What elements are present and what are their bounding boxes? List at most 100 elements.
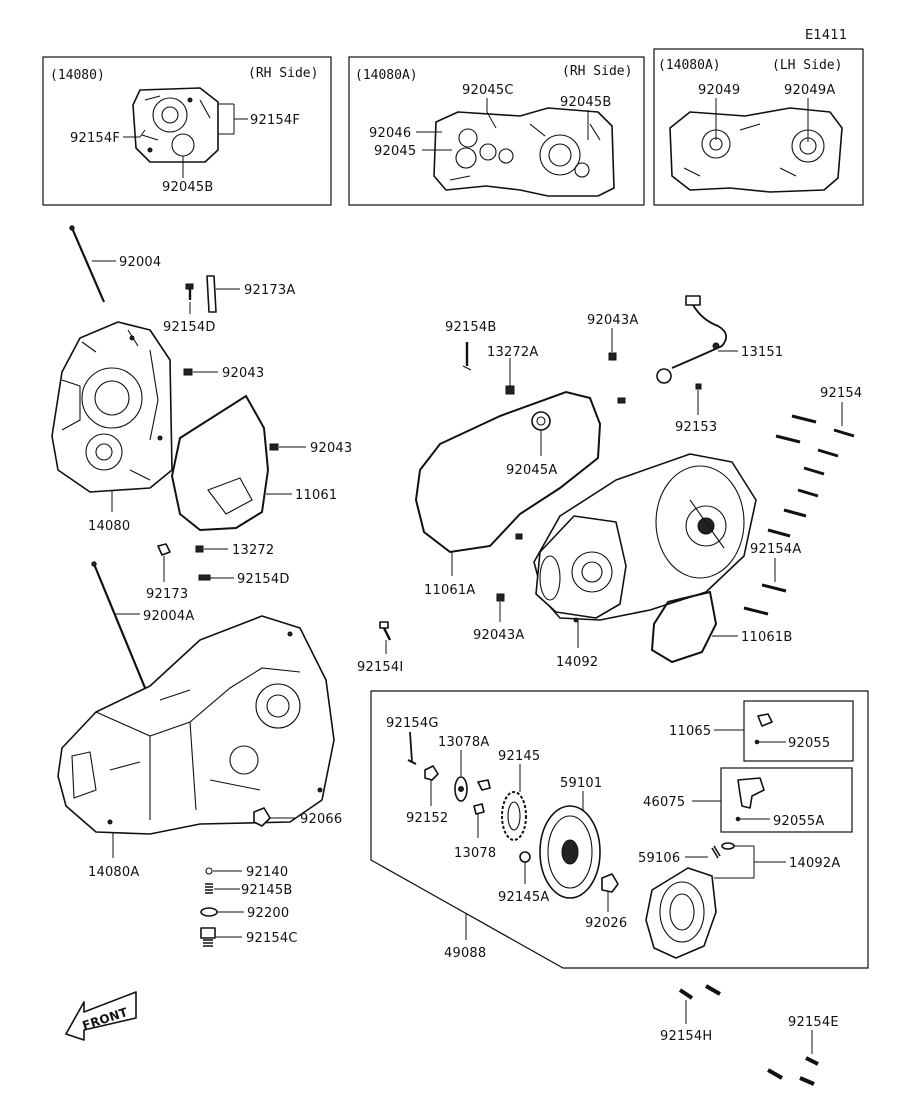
part-label: 92173A <box>244 283 295 298</box>
inset-ref: (14080A) <box>658 58 721 73</box>
part-label: 14092A <box>789 856 840 871</box>
part-92026 <box>601 873 619 893</box>
inset-frame <box>42 56 332 206</box>
inset-frame <box>653 48 864 206</box>
bolt-92154a <box>761 583 787 593</box>
part-label: 92004 <box>119 255 161 270</box>
part-label: 92043 <box>310 441 352 456</box>
bolt-92154i <box>379 621 392 641</box>
part-label: 92046 <box>369 126 411 141</box>
bolt-92154d <box>198 574 211 581</box>
bolt-92154a <box>743 606 769 616</box>
gasket-11061 <box>170 394 270 532</box>
part-label: 92154 <box>820 386 862 401</box>
part-label: 14080 <box>88 519 130 534</box>
part-label: 92055 <box>788 736 830 751</box>
part-label: 92066 <box>300 812 342 827</box>
plate-92173a <box>206 275 217 313</box>
part-label: 49088 <box>444 946 486 961</box>
washer-92145a <box>519 851 531 863</box>
part-label: 59106 <box>638 851 680 866</box>
pin-92043 <box>183 368 193 376</box>
part-label: 92043A <box>473 628 524 643</box>
pin-92043 <box>269 443 279 451</box>
spring-92145 <box>501 791 527 841</box>
part-label: 14080A <box>88 865 139 880</box>
part-label: 46075 <box>643 795 685 810</box>
part-label: 92043 <box>222 366 264 381</box>
part-label: 11061 <box>295 488 337 503</box>
crankcase-14080a-group: 92004A 14080A 92066 92140 92145B <box>57 561 342 947</box>
part-label: 92154B <box>445 320 496 335</box>
part-label: 92043A <box>587 313 638 328</box>
part-label: 92049 <box>698 83 740 98</box>
washer-92200 <box>200 907 218 917</box>
inset-box-14080-rh: (14080) (RH Side) 92154F 92154F 92045B <box>42 56 332 206</box>
part-label: 92145B <box>241 883 292 898</box>
part-label: 11061A <box>424 583 475 598</box>
part-label: 92045B <box>560 95 611 110</box>
part-label: 92140 <box>246 865 288 880</box>
front-arrow-icon <box>65 991 137 1041</box>
pin-92154g <box>409 731 413 763</box>
part-label: 92154G <box>386 716 439 731</box>
sensor-13151 <box>656 295 728 384</box>
inset-ref: (14080) <box>50 68 105 83</box>
pulley-59101 <box>539 805 601 899</box>
part-label: 11065 <box>669 724 711 739</box>
cover-group: 92154B 13272A 92043A 13151 92153 11061A … <box>357 295 862 675</box>
crankcase-14080-drawing <box>51 321 173 493</box>
part-label: 13272 <box>232 543 274 558</box>
part-92173 <box>157 543 171 556</box>
subkit-11065-frame <box>743 700 854 762</box>
kit-49088: 92154G 92152 13078A 92145 13078 92145A <box>370 690 869 969</box>
subkit-46075-frame <box>720 767 853 833</box>
part-label: 14092 <box>556 655 598 670</box>
part-label: 11061B <box>741 630 792 645</box>
part-label: 92154C <box>246 931 298 946</box>
part-label: 92045A <box>506 463 557 478</box>
cover-14092-drawing <box>535 515 627 623</box>
inset-box-14080a-rh: (14080A) (RH Side) 92045C 92045B 92046 9… <box>348 56 645 206</box>
part-label: 92004A <box>143 609 194 624</box>
part-label: 13078 <box>454 846 496 861</box>
crankcase-a-rh-inset-drawing <box>433 107 615 197</box>
plug-92066 <box>253 807 271 827</box>
crankcase-14080-group: 92004 14080 92173A 92154D 92043 9 <box>51 225 352 602</box>
part-label: 13078A <box>438 735 489 750</box>
part-13272 <box>195 545 204 553</box>
part-92152 <box>424 765 439 781</box>
bolts-92154h <box>678 984 721 1000</box>
stud-92004a <box>92 563 152 701</box>
part-label: 13272A <box>487 345 538 360</box>
pin-92043a <box>496 593 505 602</box>
part-label: 92154E <box>788 1015 839 1030</box>
part-label: 92154A <box>750 542 801 557</box>
bolt-set-92154 <box>767 414 855 538</box>
inset-frame <box>348 56 645 206</box>
part-92153 <box>695 383 702 390</box>
front-arrow: FRONT <box>65 991 137 1041</box>
part-label: 92049A <box>784 83 835 98</box>
part-13272a <box>505 385 515 395</box>
part-label: 92154I <box>357 660 403 675</box>
part-label: 92153 <box>675 420 717 435</box>
part-label: 92145A <box>498 890 549 905</box>
part-label: 92154F <box>70 131 120 146</box>
crankcase-a-lh-inset-drawing <box>669 107 843 193</box>
part-label: 59101 <box>560 776 602 791</box>
seal-92045a <box>531 411 551 431</box>
part-label: 92173 <box>146 587 188 602</box>
gasket-11061b <box>650 590 718 664</box>
inset-side: (RH Side) <box>562 64 632 79</box>
part-13078a <box>454 776 468 802</box>
part-label: 13151 <box>741 345 783 360</box>
part-label: 92026 <box>585 916 627 931</box>
inset-side: (LH Side) <box>772 58 842 73</box>
part-11065-piece <box>757 713 773 727</box>
diagram-code: E1411 <box>805 28 847 43</box>
spring-92145b <box>205 883 213 894</box>
part-label: 92055A <box>773 814 824 829</box>
part-label: 92200 <box>247 906 289 921</box>
